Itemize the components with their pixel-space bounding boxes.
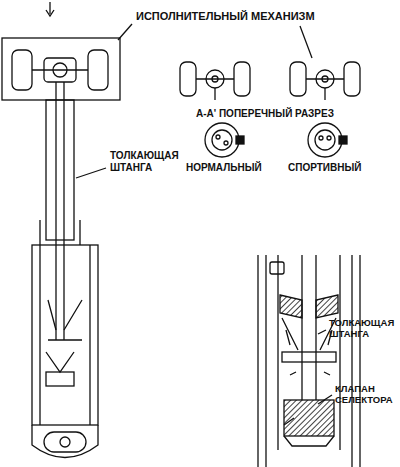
leader-line (300, 26, 312, 58)
section-normal (205, 123, 244, 157)
actuator-box (2, 38, 120, 100)
actuator-normal (180, 62, 250, 100)
part-label: СПОРТИВНЫЙ (288, 162, 361, 174)
shock-absorber (32, 100, 98, 458)
part-label: А-А' ПОПЕРЕЧНЫЙ РАЗРЕЗ (196, 108, 334, 120)
leader-line (318, 395, 332, 404)
part-label: ТОЛКАЮЩАЯ ШТАНГА (110, 150, 188, 173)
part-label: КЛАПАН СЕЛЕКТОРА (335, 384, 397, 406)
detail-section (258, 255, 360, 467)
leader-line (118, 24, 132, 40)
part-label: НОРМАЛЬНЫЙ (186, 162, 262, 174)
leader-line (318, 330, 326, 334)
section-sport (308, 123, 347, 157)
leader-line (76, 168, 106, 178)
view-arrow (46, 2, 54, 16)
part-label: ИСПОЛНИТЕЛЬНЫЙ МЕХАНИЗМ (136, 10, 315, 23)
part-label: ТОЛКАЮЩАЯ ШТАНГА (329, 318, 397, 340)
actuator-sport (290, 62, 360, 100)
